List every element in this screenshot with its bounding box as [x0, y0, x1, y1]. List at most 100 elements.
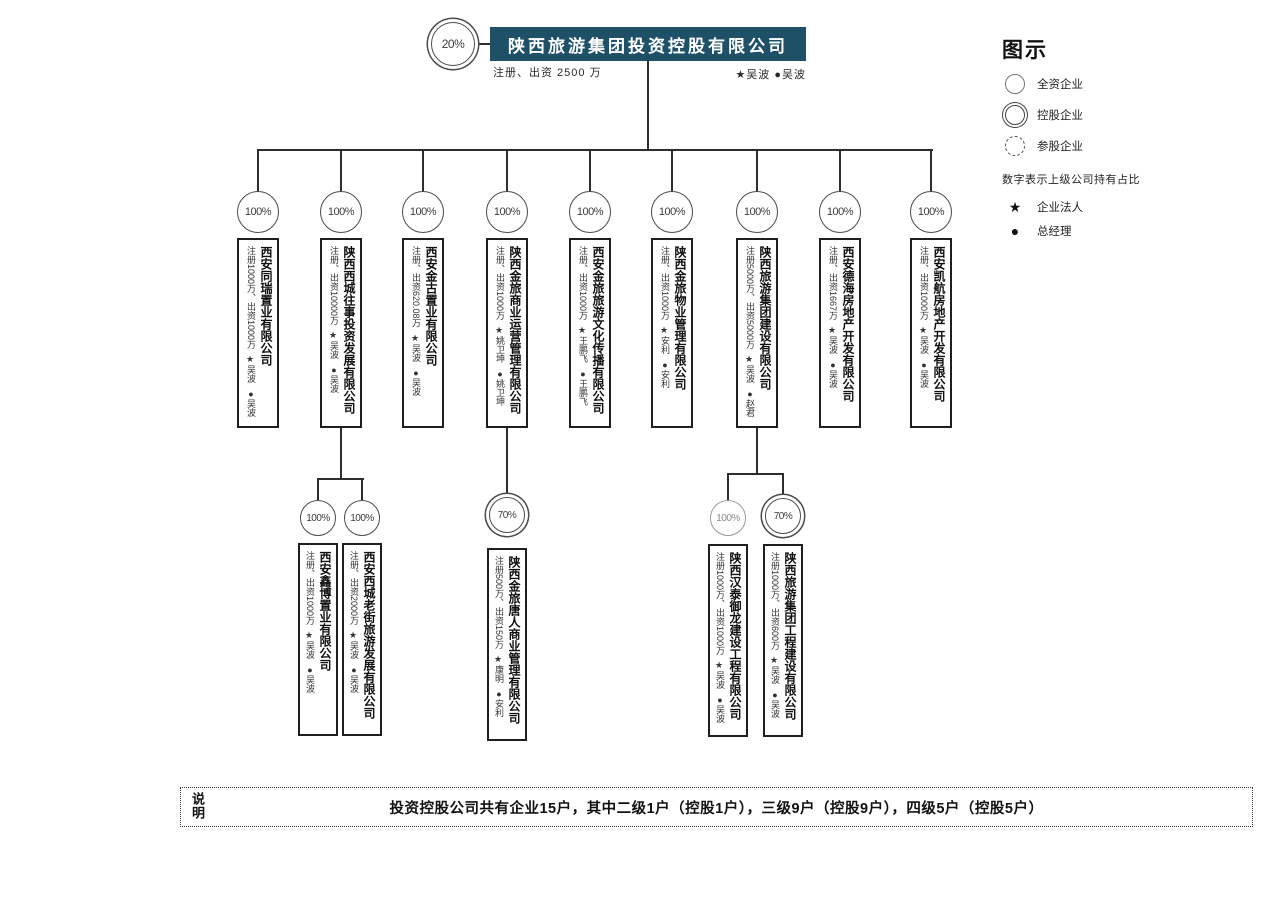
ownership-percent-circle: 100% [910, 191, 952, 233]
general-manager: ●吴波 [349, 665, 359, 694]
company-meta: 注册、出资1000万★吴波●吴波 [303, 551, 316, 728]
company-name: 陕西汉泰御龙建设工程有限公司 [728, 552, 742, 720]
connector-line [756, 150, 758, 193]
legend-row-participation: 参股企业 [1002, 135, 1232, 157]
legend-row-wholly: 全资企业 [1002, 73, 1232, 95]
connector-line [361, 480, 363, 502]
ownership-percent-circle: 100% [819, 191, 861, 233]
general-manager: ●姚卫坤 [495, 369, 505, 407]
company-name: 陕西旅游集团建设有限公司 [758, 246, 772, 390]
ownership-percent-circle: 100% [486, 191, 528, 233]
general-manager: ●吴波 [828, 360, 838, 389]
company-meta: 注册、出资2000万 ★吴波 ●吴波 [347, 551, 360, 728]
company-registration: 注册、出资1000万 [495, 246, 505, 321]
note-label: 说明 [190, 792, 205, 820]
legal-representative: ★安利 [660, 326, 670, 355]
participation-circle-icon [1005, 136, 1025, 156]
connector-line [422, 150, 424, 193]
company-meta: 注册、出资1000万 ★王鹏飞 ●王鹏飞 [576, 246, 589, 420]
company-registration: 注册1000万、出资1000万 [715, 552, 725, 656]
company-registration: 注册5000万、出资5000万 [745, 246, 755, 350]
connector-line [257, 149, 933, 151]
legal-representative: ★吴波 [745, 355, 755, 384]
company-meta: 注册、出资1667万 ★吴波 ●吴波 [826, 246, 839, 420]
company-name: 西安金古置业有限公司 [424, 246, 438, 366]
company-meta: 注册、出资1000万 ★姚卫坤 ●姚卫坤 [493, 246, 506, 420]
company-box: 西安同瑞置业有限公司 注册1000万、出资1000万★吴波●吴波 [237, 238, 279, 428]
connector-line [317, 478, 364, 480]
connector-line [647, 61, 649, 150]
company-name: 西安西城老街旅游发展有限公司 [362, 551, 376, 719]
legal-representative: ★王鹏飞 [578, 326, 588, 364]
company-name: 西安德海房地产开发有限公司 [841, 246, 855, 402]
star-icon: ★ [1008, 198, 1022, 215]
legend-label: 总经理 [1037, 226, 1072, 238]
general-manager: ●吴波 [411, 367, 421, 396]
company-meta: 注册、出资1000万★安利●安利 [658, 246, 671, 420]
company-meta: 注册500万、出资150万 ★康明 ●安利 [492, 556, 505, 733]
connector-line [340, 428, 342, 480]
general-manager: ●安利 [494, 689, 504, 718]
ownership-percent-circle: 70% [489, 497, 525, 533]
company-registration: 注册、出资1667万 [828, 246, 838, 321]
legend: 图示 全资企业 控股企业 参股企业 数字表示上级公司持有占比 ★ 企业法人 ● … [1002, 34, 1232, 242]
legend-row-holding: 控股企业 [1002, 104, 1232, 126]
root-persons: ★吴波 ●吴波 [735, 69, 806, 81]
company-registration: 注册、出资1000万 [578, 246, 588, 321]
root-company-title: 陕西旅游集团投资控股有限公司 [490, 27, 806, 61]
legal-representative: ★康明 [494, 655, 504, 684]
company-box: 陕西西城往事投资发展有限公司 注册、出资10000万★吴波●吴波 [320, 238, 362, 428]
company-registration: 注册500万、出资150万 [494, 556, 504, 650]
company-box: 陕西金旅唐人商业管理有限公司 注册500万、出资150万 ★康明 ●安利 [487, 548, 527, 741]
connector-line [506, 150, 508, 193]
legend-label: 企业法人 [1037, 202, 1083, 214]
company-registration: 注册1000万、出资1000万 [246, 246, 256, 350]
company-name: 陕西金旅商业运营管理有限公司 [508, 246, 522, 414]
company-box: 西安凯航房地产开发有限公司 注册、出资1000万★吴波●吴波 [910, 238, 952, 428]
ownership-percent-circle: 100% [569, 191, 611, 233]
company-registration: 注册1000万、出资600万 [770, 552, 780, 651]
connector-line [257, 150, 259, 193]
company-box: 西安西城老街旅游发展有限公司 注册、出资2000万 ★吴波 ●吴波 [342, 543, 382, 736]
note-text: 投资控股公司共有企业15户，其中二级1户（控股1户），三级9户（控股9户），四级… [389, 800, 1044, 817]
ownership-percent-circle: 100% [344, 500, 380, 536]
ownership-percent-circle: 100% [402, 191, 444, 233]
legal-representative: ★吴波 [828, 326, 838, 355]
legend-row-manager: ● 总经理 [1002, 220, 1232, 242]
root-ownership-circle: 20% [431, 22, 475, 66]
general-manager: ●吴波 [305, 665, 315, 694]
root-registration: 注册、出资 2500 万 [493, 67, 602, 79]
legal-representative: ★吴波 [349, 631, 359, 660]
company-registration: 注册、出资2000万 [349, 551, 359, 626]
ownership-percent-circle: 100% [320, 191, 362, 233]
connector-line [506, 428, 508, 500]
company-name: 陕西金旅唐人商业管理有限公司 [507, 556, 521, 724]
company-meta: 注册、出资1000万★吴波●吴波 [917, 246, 930, 420]
legal-representative: ★姚卫坤 [495, 326, 505, 364]
legend-row-legal: ★ 企业法人 [1002, 196, 1232, 218]
holding-circle-icon [1005, 105, 1025, 125]
company-meta: 注册、出资620.08万★吴波●吴波 [409, 246, 422, 420]
connector-line [727, 475, 729, 502]
legal-representative: ★吴波 [411, 333, 421, 362]
company-meta: 注册1000万、出资1000万★吴波●吴波 [244, 246, 257, 420]
company-box: 西安鑫博置业有限公司 注册、出资1000万★吴波●吴波 [298, 543, 338, 736]
connector-line [782, 475, 784, 500]
company-box: 陕西金旅物业管理有限公司 注册、出资1000万★安利●安利 [651, 238, 693, 428]
company-box: 陕西旅游集团建设有限公司 注册5000万、出资5000万★吴波●赵君 [736, 238, 778, 428]
legal-representative: ★吴波 [919, 326, 929, 355]
company-box: 西安德海房地产开发有限公司 注册、出资1667万 ★吴波 ●吴波 [819, 238, 861, 428]
company-name: 陕西西城往事投资发展有限公司 [342, 246, 356, 414]
legend-label: 控股企业 [1037, 110, 1083, 122]
company-meta: 注册、出资10000万★吴波●吴波 [327, 246, 340, 420]
company-registration: 注册、出资10000万 [329, 246, 339, 326]
company-registration: 注册、出资1000万 [305, 551, 315, 626]
general-manager: ●吴波 [246, 389, 256, 418]
connector-line [317, 480, 319, 502]
company-meta: 注册1000万、出资600万★吴波●吴波 [768, 552, 781, 729]
general-manager: ●吴波 [919, 360, 929, 389]
legend-title: 图示 [1002, 39, 1048, 62]
general-manager: ●王鹏飞 [578, 369, 588, 407]
company-box: 西安金古置业有限公司 注册、出资620.08万★吴波●吴波 [402, 238, 444, 428]
